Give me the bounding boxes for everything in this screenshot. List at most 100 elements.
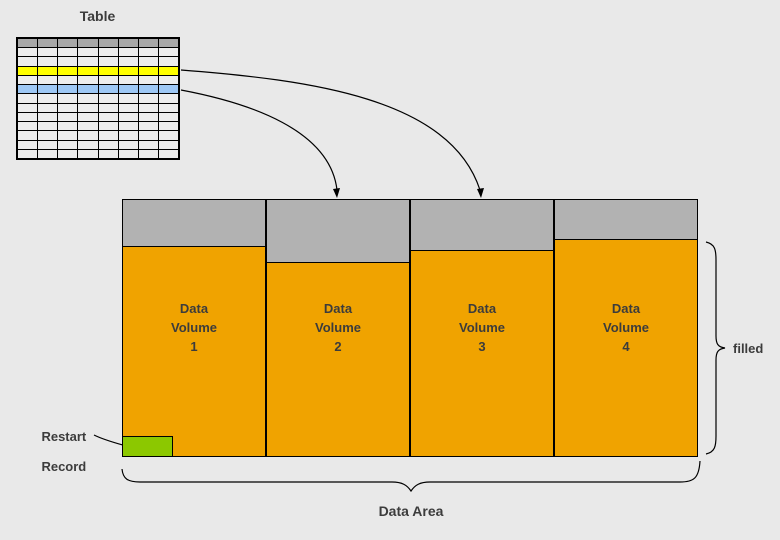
volume-3-label-line-2: Volume <box>459 320 505 335</box>
table-cell <box>158 48 178 57</box>
data-volume-1: Data Volume 1 <box>122 199 266 457</box>
table-cell <box>158 85 178 94</box>
table-cell <box>58 103 78 112</box>
table-cell <box>18 122 38 131</box>
table-cell <box>98 140 118 149</box>
table-cell <box>38 57 58 66</box>
table-cell <box>38 94 58 103</box>
table-cell <box>38 103 58 112</box>
table-cell <box>18 66 38 75</box>
volume-3-label-line-1: Data <box>467 301 497 316</box>
volume-4-unfilled-region <box>555 200 697 240</box>
table-cell <box>98 85 118 94</box>
volume-1-label-line-1: Data <box>179 301 209 316</box>
table-cell <box>118 48 138 57</box>
table-cell <box>138 48 158 57</box>
table-cell <box>158 57 178 66</box>
volume-2-label-line-1: Data <box>323 301 353 316</box>
table-cell <box>118 112 138 122</box>
table-cell <box>118 57 138 66</box>
table-cell <box>38 75 58 85</box>
table-cell <box>18 57 38 66</box>
table-cell <box>58 131 78 140</box>
table-cell <box>58 112 78 122</box>
table-cell <box>98 112 118 122</box>
table-cell <box>138 39 158 48</box>
table-cell <box>138 66 158 75</box>
table-cell <box>58 140 78 149</box>
data-volume-4: Data Volume 4 <box>554 199 698 457</box>
table-cell <box>78 94 98 103</box>
table-cell <box>138 94 158 103</box>
table-cell <box>138 103 158 112</box>
table-cell <box>98 39 118 48</box>
table-cell <box>38 131 58 140</box>
table-cell <box>78 103 98 112</box>
table-cell <box>118 39 138 48</box>
record-table <box>16 37 180 160</box>
table-cell <box>118 122 138 131</box>
table-cell <box>158 39 178 48</box>
table-cell <box>98 75 118 85</box>
table-cell <box>138 85 158 94</box>
volume-1-unfilled-region <box>123 200 265 247</box>
table-cell <box>58 57 78 66</box>
data-area-brace <box>121 460 701 493</box>
table-cell <box>78 149 98 158</box>
table-cell <box>58 149 78 158</box>
volume-4-label: Data Volume 4 <box>555 299 697 356</box>
table-cell <box>78 75 98 85</box>
volume-4-label-line-3: 4 <box>622 339 630 354</box>
curved-arrow-blue-row-to-volume-2 <box>180 89 338 191</box>
table-cell <box>18 112 38 122</box>
arrowhead-volume-3 <box>477 188 484 198</box>
table-cell <box>18 39 38 48</box>
table-cell <box>138 131 158 140</box>
volume-4-label-line-2: Volume <box>603 320 649 335</box>
volume-2-label-line-3: 2 <box>334 339 342 354</box>
table-cell <box>118 103 138 112</box>
table-cell <box>58 94 78 103</box>
table-cell <box>158 75 178 85</box>
table-cell <box>158 66 178 75</box>
table-cell <box>98 94 118 103</box>
table-cell <box>58 85 78 94</box>
table-cell <box>98 131 118 140</box>
table-cell <box>98 57 118 66</box>
volume-1-label-line-2: Volume <box>171 320 217 335</box>
data-volume-3: Data Volume 3 <box>410 199 554 457</box>
table-cell <box>118 85 138 94</box>
table-cell <box>38 149 58 158</box>
table-cell <box>78 66 98 75</box>
volume-2-label-line-2: Volume <box>315 320 361 335</box>
table-cell <box>118 131 138 140</box>
table-cell <box>38 66 58 75</box>
table-cell <box>58 48 78 57</box>
table-cell <box>78 122 98 131</box>
table-cell <box>138 57 158 66</box>
table-cell <box>38 112 58 122</box>
table-cell <box>98 66 118 75</box>
table-cell <box>138 75 158 85</box>
filled-label: filled <box>733 341 764 356</box>
volume-2-label: Data Volume 2 <box>267 299 409 356</box>
data-area-label: Data Area <box>378 503 444 519</box>
table-cell <box>98 103 118 112</box>
table-cell <box>78 112 98 122</box>
table-cell <box>18 75 38 85</box>
table-cell <box>78 85 98 94</box>
restart-record-label-line-2: Record <box>41 459 87 474</box>
volume-1-label-line-3: 1 <box>190 339 198 354</box>
table-cell <box>158 140 178 149</box>
table-cell <box>38 85 58 94</box>
table-cell <box>98 48 118 57</box>
table-cell <box>118 149 138 158</box>
table-cell <box>18 103 38 112</box>
data-volume-2: Data Volume 2 <box>266 199 410 457</box>
table-cell <box>158 131 178 140</box>
table-cell <box>18 149 38 158</box>
filled-brace <box>705 241 726 455</box>
table-cell <box>118 66 138 75</box>
table-cell <box>38 140 58 149</box>
